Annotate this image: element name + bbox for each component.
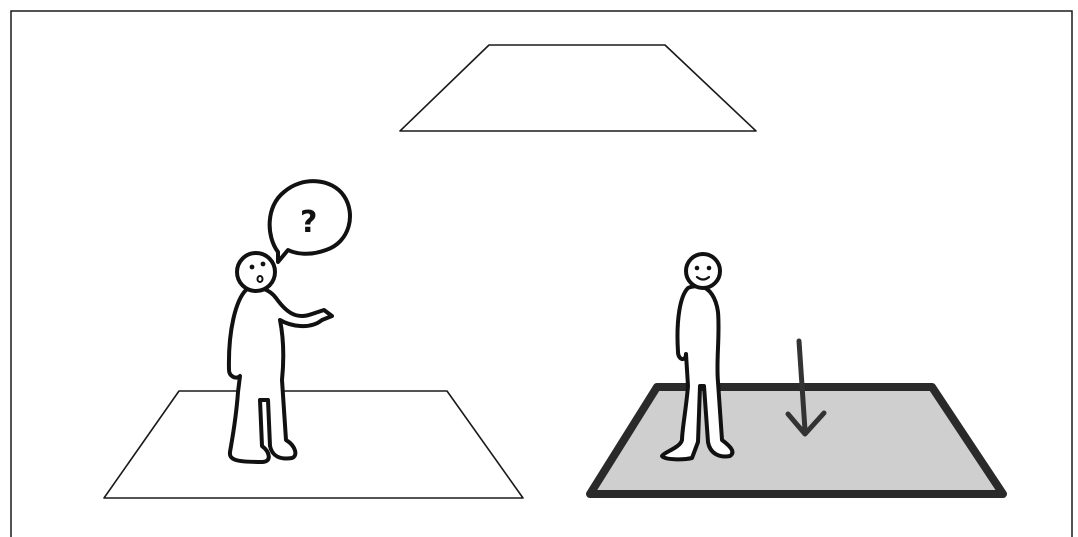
- confused-person-figure: [229, 253, 332, 462]
- question-mark: ?: [300, 205, 317, 240]
- right-figure-eye: [707, 266, 712, 271]
- left-figure-head: [237, 253, 275, 291]
- left-figure-eye: [250, 265, 255, 270]
- right-floor-plane: [590, 387, 1003, 494]
- right-figure-eye: [695, 266, 700, 271]
- ceiling-plane: [400, 45, 756, 131]
- left-floor-plane: [104, 391, 523, 498]
- right-figure-head: [686, 254, 720, 288]
- left-figure-body: [229, 288, 332, 462]
- left-figure-eye: [261, 262, 266, 267]
- question-speech-bubble-icon: ?: [270, 181, 350, 262]
